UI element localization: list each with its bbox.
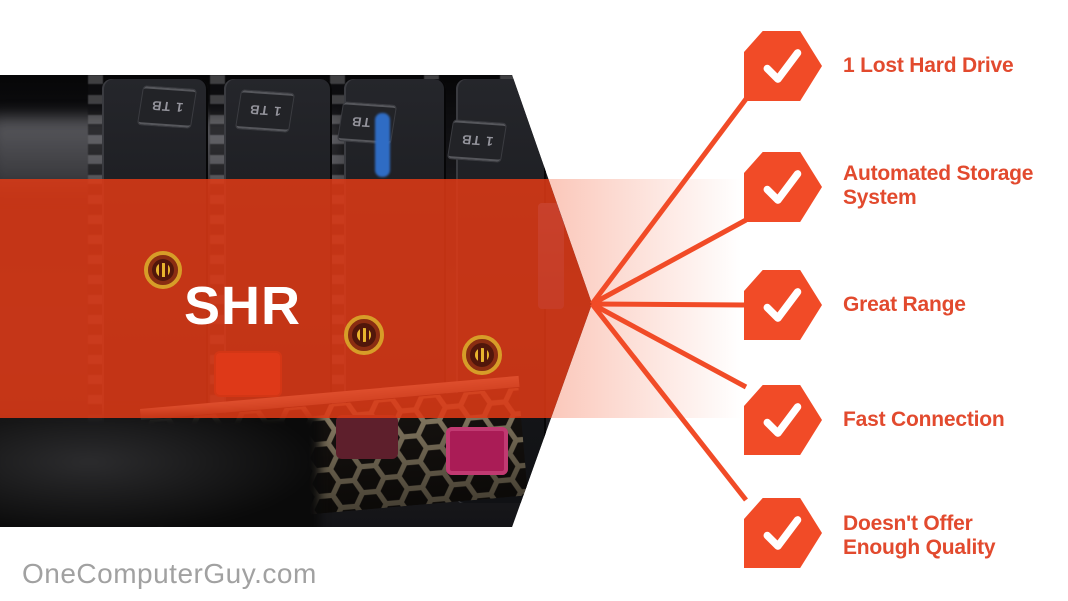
drive-emblem-icon xyxy=(462,335,502,375)
blue-led-stripe xyxy=(375,113,390,177)
feature-label: Great Range xyxy=(843,293,966,316)
drive-eject-button xyxy=(336,415,398,459)
checkmark-icon xyxy=(763,170,802,204)
feature-badge xyxy=(744,270,822,340)
drive-eject-button xyxy=(446,427,508,475)
checkmark-icon xyxy=(763,49,802,83)
feature-label: Doesn't Offer Enough Quality xyxy=(843,512,996,559)
checkmark-icon xyxy=(763,403,802,437)
orange-overlay-band xyxy=(0,179,592,418)
watermark-text: OneComputerGuy.com xyxy=(22,558,317,589)
dark-foreground-blur xyxy=(0,413,320,527)
drive-capacity-plate: 1 TB xyxy=(136,85,198,129)
feature-badge xyxy=(744,31,822,101)
checkmark-icon xyxy=(763,516,802,550)
feature-label: Automated Storage System xyxy=(843,162,1034,209)
drive-emblem-icon xyxy=(144,251,182,289)
feature-label: 1 Lost Hard Drive xyxy=(843,54,1014,77)
page-title: SHR xyxy=(183,276,301,336)
feature-badge xyxy=(744,498,822,568)
feature-badge xyxy=(744,385,822,455)
drive-capacity-plate: 1 TB xyxy=(446,119,508,163)
checkmark-icon xyxy=(763,288,802,322)
drive-capacity-plate: 1 TB xyxy=(234,89,296,133)
photo-arrow: 1 TB 1 TB 1 TB 1 TB xyxy=(0,75,592,527)
feature-badge xyxy=(744,152,822,222)
drive-emblem-icon xyxy=(344,315,384,355)
feature-label: Fast Connection xyxy=(843,408,1005,431)
